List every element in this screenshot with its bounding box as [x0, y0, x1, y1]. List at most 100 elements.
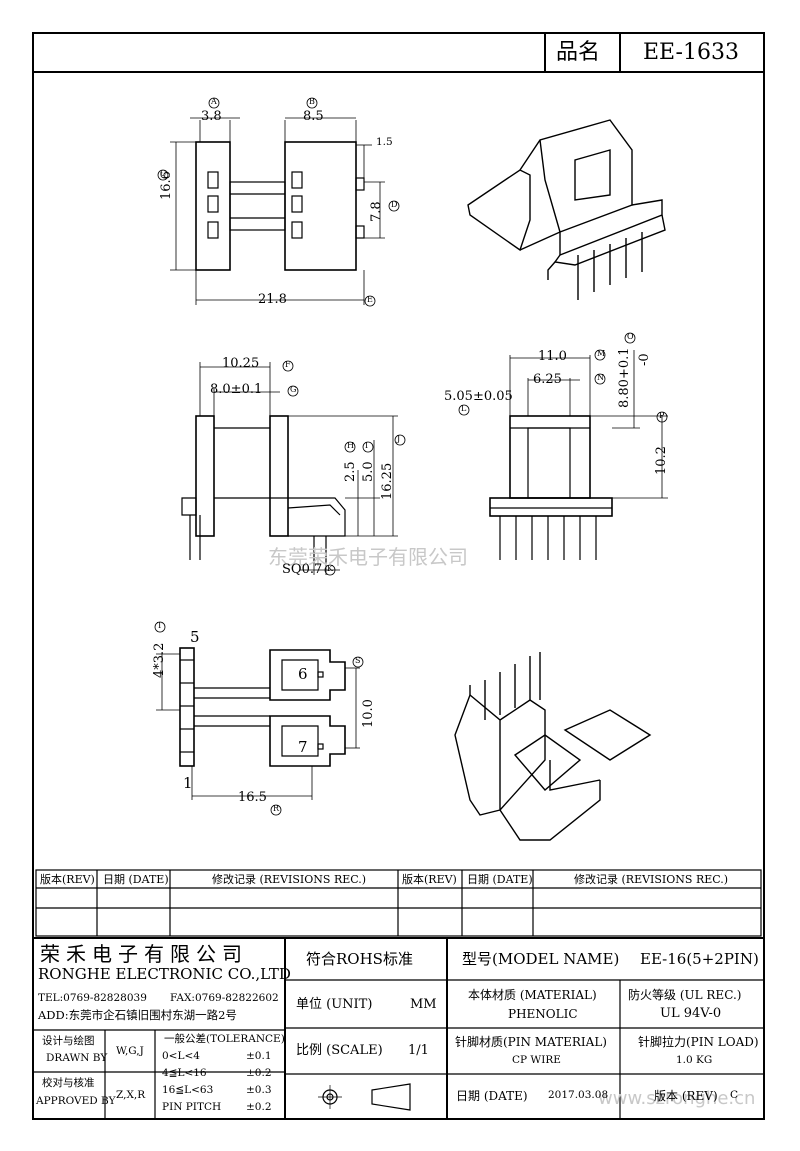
- dim-marker: S: [355, 656, 361, 665]
- company-address: ADD:东莞市企石镇旧围村东湖一路2号: [38, 1008, 237, 1022]
- approved-by-value: Z,X,R: [116, 1089, 146, 1101]
- pin-label-1: 1: [183, 774, 193, 792]
- rohs-label: 符合ROHS标准: [306, 950, 413, 968]
- dim-marker: B: [309, 97, 315, 106]
- iso-view-bottom: [454, 652, 652, 841]
- tolerance-range: 4≦L<16: [162, 1067, 207, 1079]
- dim-A: 3.8: [201, 109, 222, 124]
- model-label: 型号(MODEL NAME): [462, 950, 620, 968]
- rev-value: C: [730, 1089, 739, 1101]
- material-value: PHENOLIC: [508, 1007, 578, 1021]
- flange-view: [269, 649, 360, 767]
- rev-header-rev: 版本(REV): [40, 873, 95, 886]
- approved-by-cn: 校对与核准: [42, 1077, 95, 1089]
- dim-marker: A: [211, 97, 217, 106]
- pin-material-label: 针脚材质(PIN MATERIAL): [455, 1035, 607, 1049]
- dim-M: 11.0: [538, 349, 567, 364]
- dim-O: 8.80+0.1: [617, 347, 632, 408]
- tolerance-title: 一般公差(TOLERANCE): [164, 1033, 285, 1045]
- dim-marker: F: [285, 360, 291, 369]
- company-name-cn: 荣禾电子有限公司: [40, 942, 248, 966]
- company-tel: TEL:0769-82828039: [38, 992, 147, 1004]
- rev-header-rev-2: 版本(REV): [402, 873, 457, 886]
- dim-marker: L: [461, 404, 467, 413]
- watermark-url: www.szronghe.cn: [598, 1088, 756, 1109]
- dim-marker: T: [157, 621, 163, 630]
- company-fax: FAX:0769-82822602: [170, 992, 279, 1004]
- watermark-cn: 东莞荣禾电子有限公司: [268, 545, 468, 569]
- dim-G: 8.0±0.1: [210, 382, 263, 397]
- rev-header-record: 修改记录 (REVISIONS REC.): [212, 873, 367, 886]
- tolerance-range: PIN PITCH: [162, 1101, 222, 1113]
- dim-R: 16.5: [238, 790, 267, 805]
- dim-S: 10.0: [361, 699, 376, 728]
- approved-by-en: APPROVED BY: [36, 1095, 116, 1107]
- model-value: EE-16(5+2PIN): [640, 950, 759, 968]
- unit-label: 单位 (UNIT): [296, 997, 373, 1012]
- iso-view-top: [467, 119, 666, 300]
- rev-header-date-2: 日期 (DATE): [467, 873, 533, 886]
- product-name-label: 品名: [556, 40, 601, 65]
- dim-C: 16.6: [159, 171, 174, 200]
- unit-value: MM: [410, 997, 437, 1012]
- pin-label-7: 7: [298, 738, 308, 756]
- dim-marker: R: [273, 804, 280, 813]
- pin-label-5: 5: [190, 628, 200, 646]
- dim-marker: H: [347, 441, 354, 450]
- revision-table-lines: [35, 869, 762, 937]
- dim-E: 21.8: [258, 292, 287, 307]
- dim-L: 5.05±0.05: [444, 389, 513, 404]
- dim-T: 4*3.2: [152, 642, 167, 678]
- pin-side-view: [156, 647, 313, 800]
- tolerance-value: ±0.2: [246, 1067, 272, 1079]
- rev-header-date: 日期 (DATE): [103, 873, 169, 886]
- fire-rating-value: UL 94V-0: [660, 1006, 722, 1021]
- dim-marker: K: [327, 564, 333, 573]
- drawing-sheet: [32, 32, 765, 1120]
- rev-header-record-2: 修改记录 (REVISIONS REC.): [574, 873, 729, 886]
- dim-marker: M: [597, 349, 606, 358]
- fire-rating-label: 防火等级 (UL REC.): [628, 988, 742, 1002]
- scale-value: 1/1: [408, 1043, 429, 1058]
- dim-marker: O: [627, 332, 634, 341]
- pin-material-value: CP WIRE: [512, 1054, 561, 1066]
- pin-label-6: 6: [298, 665, 308, 683]
- drawn-by-en: DRAWN BY: [46, 1052, 108, 1064]
- pin-load-label: 针脚拉力(PIN LOAD): [638, 1035, 759, 1049]
- top-front-view: [170, 117, 385, 305]
- dim-marker: G: [290, 385, 297, 394]
- title-block-lines: [32, 937, 765, 1120]
- date-value: 2017.03.08: [548, 1089, 609, 1101]
- dim-O2: -0: [637, 353, 652, 366]
- dim-N: 6.25: [533, 372, 562, 387]
- date-label: 日期 (DATE): [456, 1089, 528, 1103]
- dim-P: 10.2: [654, 446, 669, 475]
- pin-load-value: 1.0 KG: [676, 1054, 713, 1066]
- dim-D: 7.8: [369, 201, 384, 222]
- tolerance-value: ±0.2: [246, 1101, 272, 1113]
- drawn-by-cn: 设计与绘图: [42, 1035, 95, 1047]
- tolerance-value: ±0.1: [246, 1050, 272, 1062]
- dim-marker: N: [597, 373, 604, 382]
- dim-marker: P: [659, 411, 665, 420]
- rev-label: 版本 (REV): [654, 1089, 718, 1103]
- dim-marker: J: [397, 434, 401, 443]
- dim-K: SQ0.7: [282, 562, 323, 577]
- front-view: [489, 350, 668, 560]
- tolerance-range: 16≦L<63: [162, 1084, 214, 1096]
- dim-marker: I: [365, 441, 369, 450]
- dim-I: 5.0: [361, 461, 376, 482]
- tolerance-value: ±0.3: [246, 1084, 272, 1096]
- product-name-value: EE-1633: [643, 40, 739, 65]
- dim-F: 10.25: [222, 356, 260, 371]
- material-label: 本体材质 (MATERIAL): [468, 988, 597, 1002]
- dim-marker: D: [391, 200, 398, 209]
- dim-B: 8.5: [303, 109, 324, 124]
- drawn-by-value: W,G,J: [116, 1045, 144, 1057]
- dim-marker: E: [367, 295, 373, 304]
- dim-H: 2.5: [343, 461, 358, 482]
- dim-marker: C: [160, 169, 167, 178]
- dim-1-5: 1.5: [376, 136, 393, 148]
- tolerance-range: 0<L<4: [162, 1050, 200, 1062]
